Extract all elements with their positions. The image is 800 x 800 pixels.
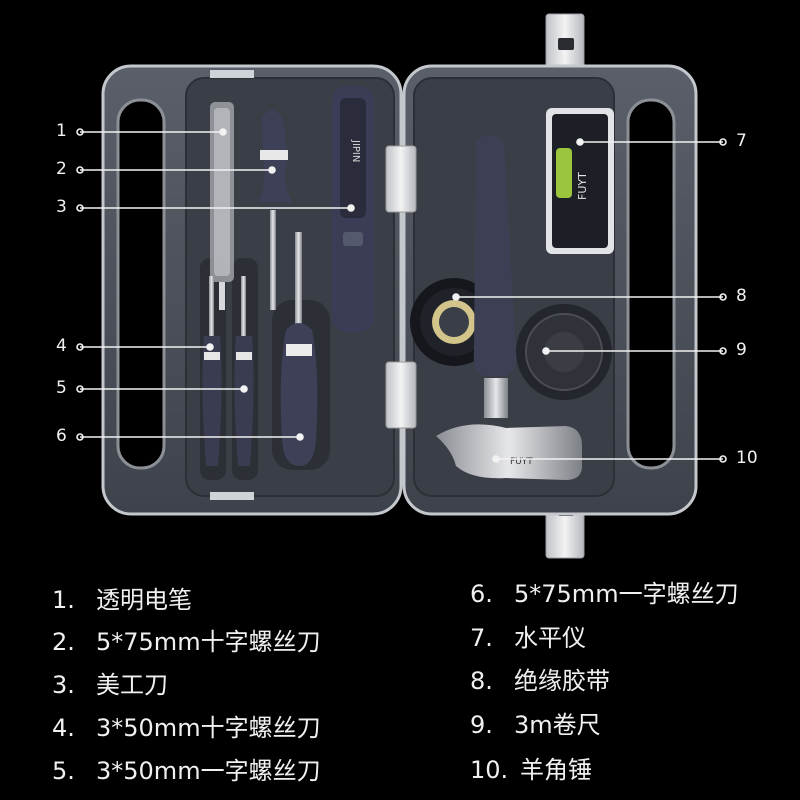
callout-10: 10 xyxy=(736,448,758,468)
legend-num: 5. xyxy=(52,757,75,785)
legend-num: 4. xyxy=(52,714,75,742)
callout-8: 8 xyxy=(736,286,747,306)
legend-text: 3*50mm十字螺丝刀 xyxy=(96,714,321,742)
legend-num: 8. xyxy=(470,667,493,695)
tape-measure xyxy=(516,304,612,400)
legend-num: 6. xyxy=(470,580,493,608)
level-brand: FUYT xyxy=(576,172,589,200)
voltage-pen xyxy=(210,102,234,310)
spirit-level: FUYT xyxy=(546,108,614,254)
callout-7: 7 xyxy=(736,131,747,151)
legend-num: 10. xyxy=(470,756,509,784)
legend-text: 3m卷尺 xyxy=(514,711,601,739)
legend-item-6: 6. 5*75mm一字螺丝刀 xyxy=(470,580,739,608)
callout-6: 6 xyxy=(56,426,67,446)
legend-text: 3*50mm一字螺丝刀 xyxy=(96,757,321,785)
callout-5: 5 xyxy=(56,378,67,398)
legend-text: 绝缘胶带 xyxy=(514,667,610,695)
legend-text: 美工刀 xyxy=(96,671,168,699)
callout-lines xyxy=(76,128,727,463)
legend-num: 2. xyxy=(52,628,75,656)
callout-3: 3 xyxy=(56,197,67,217)
legend-item-5: 5. 3*50mm一字螺丝刀 xyxy=(52,757,321,785)
legend-item-7: 7. 水平仪 xyxy=(470,624,586,652)
legend-text: 透明电笔 xyxy=(96,586,192,614)
legend-text: 5*75mm十字螺丝刀 xyxy=(96,628,321,656)
toolkit-case-illustration: JIPIN FUYT xyxy=(76,13,727,559)
screwdriver-slotted-3x50 xyxy=(234,276,254,466)
callout-1: 1 xyxy=(56,121,67,141)
claw-hammer: FUYT xyxy=(436,135,582,480)
legend-num: 7. xyxy=(470,624,493,652)
legend-text: 羊角锤 xyxy=(520,756,592,784)
legend-item-3: 3. 美工刀 xyxy=(52,671,168,699)
legend-num: 1. xyxy=(52,586,75,614)
legend-item-9: 9. 3m卷尺 xyxy=(470,711,601,739)
callout-9: 9 xyxy=(736,340,747,360)
hammer-brand: FUYT xyxy=(510,457,533,467)
legend-item-4: 4. 3*50mm十字螺丝刀 xyxy=(52,714,321,742)
legend-item-1: 1. 透明电笔 xyxy=(52,586,192,614)
legend-text: 水平仪 xyxy=(514,624,586,652)
screwdriver-slotted-5x75 xyxy=(280,232,318,466)
legend-num: 3. xyxy=(52,671,75,699)
screwdriver-phillips-3x50 xyxy=(202,276,222,466)
legend-item-8: 8. 绝缘胶带 xyxy=(470,667,610,695)
legend-item-2: 2. 5*75mm十字螺丝刀 xyxy=(52,628,321,656)
legend-num: 9. xyxy=(470,711,493,739)
callout-4: 4 xyxy=(56,336,67,356)
callout-2: 2 xyxy=(56,159,67,179)
legend-item-10: 10. 羊角锤 xyxy=(470,756,592,784)
legend-text: 5*75mm一字螺丝刀 xyxy=(514,580,739,608)
knife-print: JIPIN xyxy=(350,139,361,162)
screwdriver-phillips-5x75 xyxy=(258,110,292,310)
